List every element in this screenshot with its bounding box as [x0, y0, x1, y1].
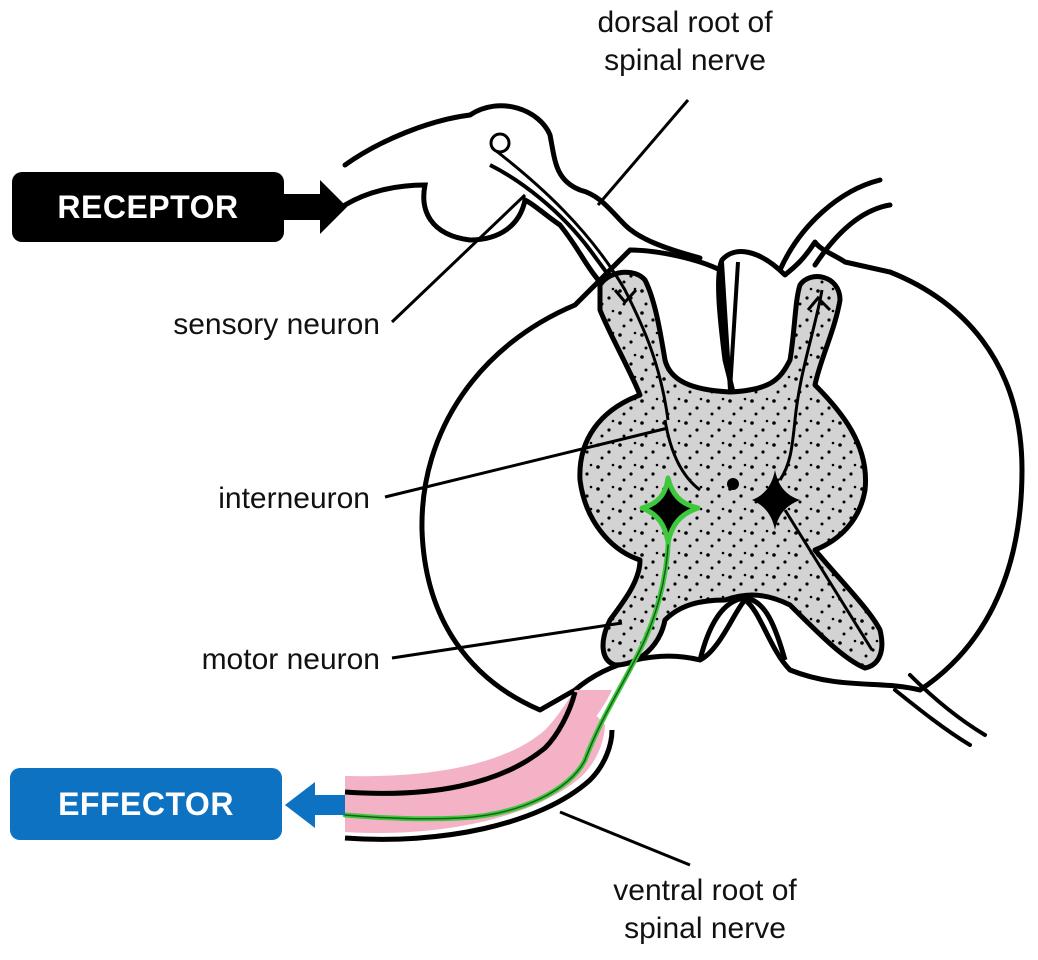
label-interneuron: interneuron — [80, 480, 370, 518]
leader-ventral-root — [560, 812, 690, 865]
leader-dorsal-root — [598, 100, 688, 205]
dorsal-root-ganglion — [345, 185, 600, 282]
dorsal-root-nerve — [345, 106, 700, 258]
label-dorsal-root-line2: spinal nerve — [540, 42, 830, 80]
label-motor-neuron: motor neuron — [80, 641, 380, 679]
label-dorsal-root-line1: dorsal root of — [540, 4, 830, 42]
leader-sensory-neuron — [392, 195, 525, 322]
sensory-neuron-cell-body — [491, 134, 509, 152]
label-ventral-root-line2: spinal nerve — [560, 910, 850, 948]
label-ventral-root: ventral root of spinal nerve — [560, 872, 850, 948]
dorsal-root-inner — [490, 165, 612, 280]
label-ventral-root-line1: ventral root of — [560, 872, 850, 910]
effector-arrow — [285, 782, 345, 828]
label-dorsal-root: dorsal root of spinal nerve — [540, 4, 830, 80]
central-canal — [727, 478, 739, 490]
label-sensory-neuron: sensory neuron — [80, 306, 380, 344]
receptor-box: RECEPTOR — [12, 172, 284, 242]
effector-box: EFFECTOR — [10, 768, 282, 840]
receptor-arrow — [280, 180, 347, 234]
